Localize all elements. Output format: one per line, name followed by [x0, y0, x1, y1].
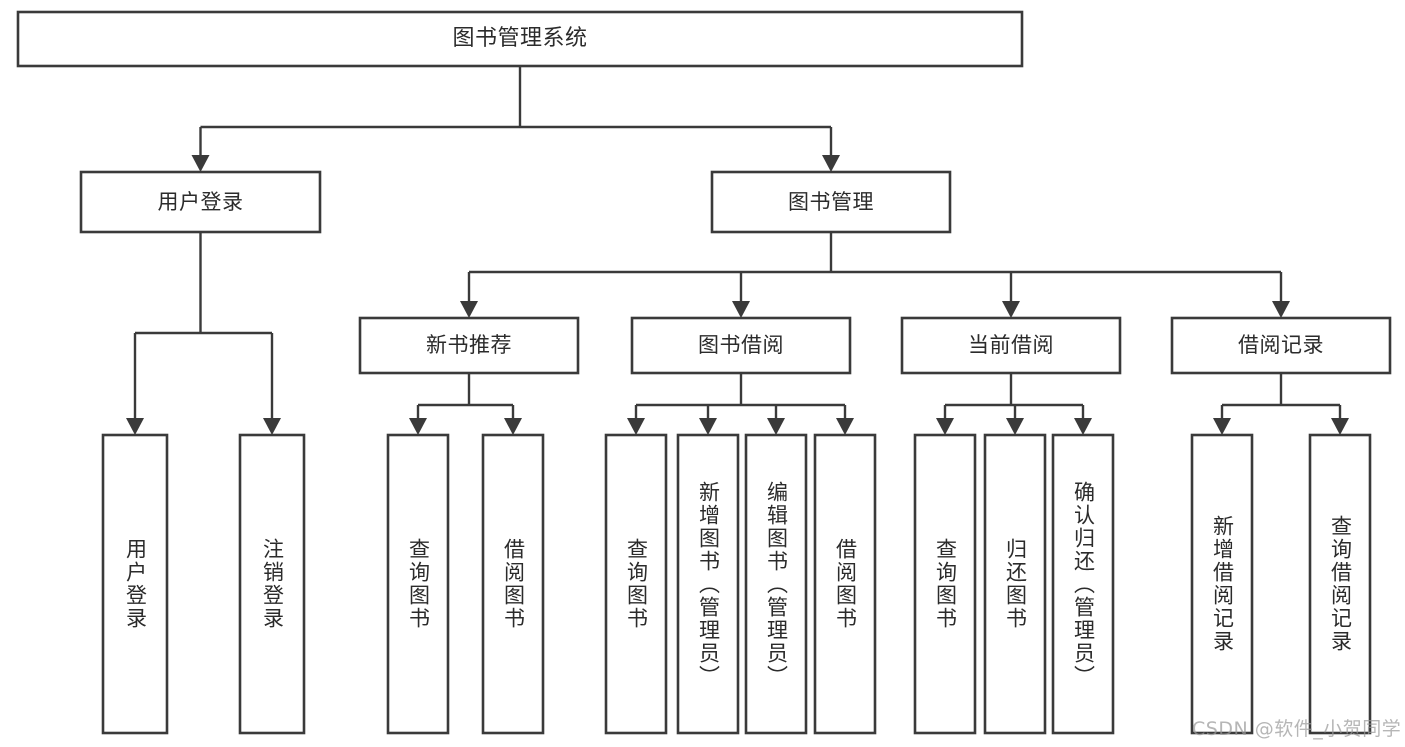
node-box-leaf-confirm-return[interactable] — [1051, 433, 1115, 735]
arrow-head-book-borrow — [732, 301, 750, 318]
arrow-head-leaf-user-login — [126, 418, 144, 435]
arrow-head-current-borrow — [1002, 301, 1020, 318]
node-box-leaf-add-record[interactable] — [1190, 433, 1254, 735]
node-box-leaf-edit-book[interactable] — [744, 433, 808, 735]
arrow-head-book-manage — [822, 155, 840, 172]
arrow-head-user-login — [191, 155, 210, 172]
arrow-head-leaf-query-record — [1331, 418, 1349, 435]
arrow-head-leaf-borrow-book-rec — [504, 418, 522, 435]
arrow-head-leaf-logout — [263, 418, 281, 435]
node-box-leaf-query-book-current[interactable] — [913, 433, 977, 735]
arrow-head-leaf-query-book-borrow — [627, 418, 645, 435]
node-box-leaf-query-book-borrow[interactable] — [604, 433, 668, 735]
node-box-book-borrow[interactable] — [630, 316, 852, 375]
arrow-head-borrow-record — [1272, 301, 1290, 318]
arrow-head-leaf-query-book-rec — [409, 418, 427, 435]
node-box-leaf-borrow-book-rec[interactable] — [481, 433, 545, 735]
node-box-leaf-return-book[interactable] — [983, 433, 1047, 735]
node-box-new-book-rec[interactable] — [358, 316, 580, 375]
arrow-head-leaf-return-book — [1006, 418, 1024, 435]
node-box-borrow-record[interactable] — [1170, 316, 1392, 375]
arrow-head-leaf-confirm-return — [1074, 418, 1092, 435]
node-box-leaf-logout[interactable] — [238, 433, 306, 735]
node-box-user-login[interactable] — [79, 170, 322, 234]
arrow-head-leaf-edit-book — [767, 418, 785, 435]
node-box-layer — [16, 10, 1392, 735]
arrow-head-leaf-borrow-book — [836, 418, 854, 435]
arrow-head-leaf-add-record — [1213, 418, 1231, 435]
node-box-root[interactable] — [16, 10, 1024, 68]
node-box-current-borrow[interactable] — [900, 316, 1122, 375]
node-box-leaf-query-book-rec[interactable] — [386, 433, 450, 735]
node-box-book-manage[interactable] — [710, 170, 952, 234]
node-box-leaf-user-login[interactable] — [101, 433, 169, 735]
node-box-leaf-add-book[interactable] — [676, 433, 740, 735]
node-box-leaf-query-record[interactable] — [1308, 433, 1372, 735]
arrow-head-leaf-query-book-current — [936, 418, 954, 435]
connector-layer — [126, 66, 1349, 435]
watermark-text: CSDN @软件_小贺同学 — [1192, 718, 1402, 740]
arrow-head-new-book-rec — [460, 301, 478, 318]
node-box-leaf-borrow-book[interactable] — [813, 433, 877, 735]
arrow-head-leaf-add-book — [699, 418, 717, 435]
